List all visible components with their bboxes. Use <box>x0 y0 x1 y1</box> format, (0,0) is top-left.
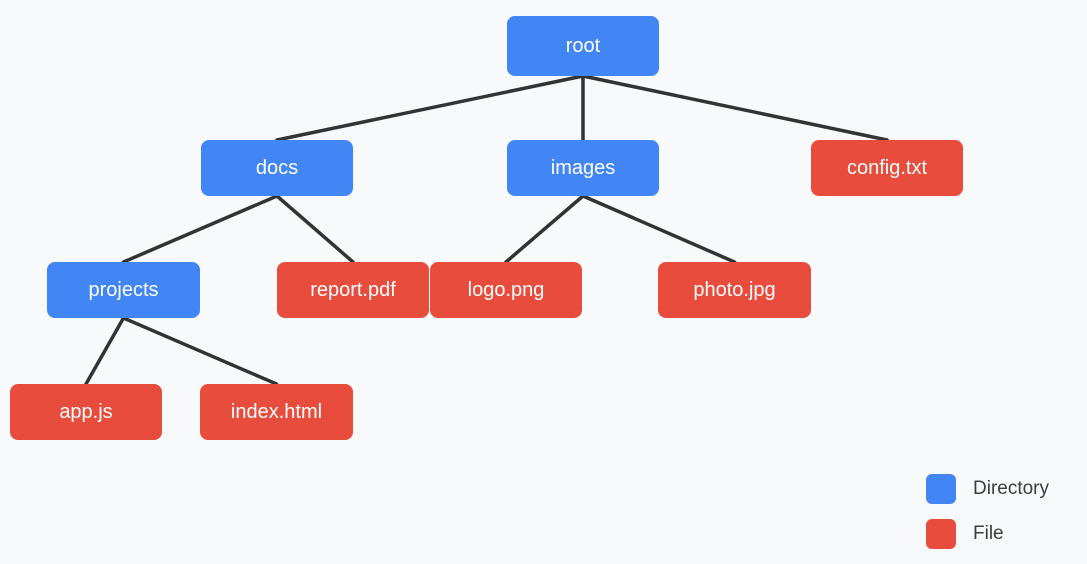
tree-node-index-html: index.html <box>200 384 353 440</box>
tree-edge-root-config-txt <box>581 74 889 142</box>
file-swatch-icon <box>926 519 956 549</box>
tree-node-images: images <box>507 140 659 196</box>
tree-node-docs: docs <box>201 140 353 196</box>
tree-node-photo-jpg: photo.jpg <box>658 262 811 318</box>
tree-node-report-pdf: report.pdf <box>277 262 429 318</box>
tree-edge-docs-report-pdf <box>275 194 355 264</box>
tree-edge-projects-index-html <box>121 316 279 386</box>
tree-edge-root-docs <box>275 74 585 142</box>
tree-node-root: root <box>507 16 659 76</box>
tree-node-app-js: app.js <box>10 384 162 440</box>
tree-node-projects: projects <box>47 262 200 318</box>
tree-edge-images-logo-png <box>504 194 585 264</box>
tree-node-logo-png: logo.png <box>430 262 582 318</box>
tree-edge-images-photo-jpg <box>581 194 737 264</box>
legend-item-directory: Directory <box>926 474 1049 504</box>
legend-label-directory: Directory <box>973 478 1050 499</box>
legend-item-file: File <box>926 519 1049 549</box>
legend: Directory File <box>926 474 1049 549</box>
tree-edge-projects-app-js <box>84 316 126 386</box>
tree-edge-docs-projects <box>121 194 279 264</box>
directory-swatch-icon <box>926 474 956 504</box>
tree-node-config-txt: config.txt <box>811 140 963 196</box>
legend-label-file: File <box>973 523 1004 544</box>
